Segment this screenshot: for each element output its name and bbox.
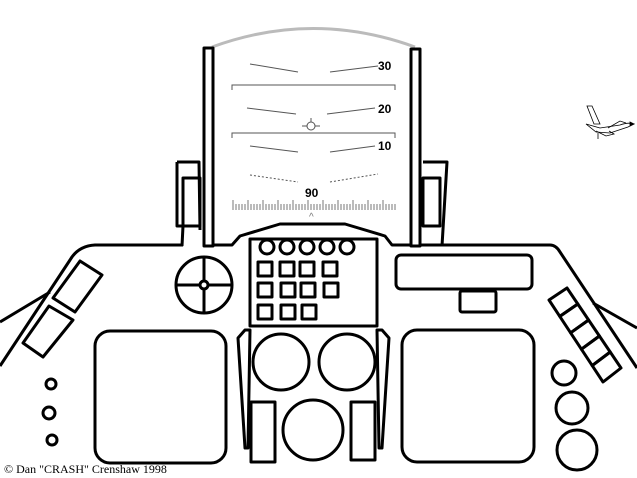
pitch-ladder-0-dashed [249,173,379,183]
right-knob-1 [550,359,578,387]
keypad-round-button [338,238,356,256]
center-gauge-right [317,332,377,392]
keypad-round-button [318,238,336,256]
keypad-square-button [299,281,317,299]
right-display-bar [394,253,534,291]
keypad-round-button [258,238,276,256]
right-switch-box [590,350,623,384]
center-indicator-right [349,400,377,462]
keypad-round-button [278,238,296,256]
center-gauge-bottom [281,398,345,462]
left-canopy-strut [202,46,215,248]
keypad-square-button [298,260,316,278]
canopy-arc [211,27,416,49]
right-center-strip [375,328,391,450]
right-canopy-strut [409,47,422,248]
keypad-round-button [298,238,316,256]
heading-caret: ^ [309,212,314,223]
keypad-square-button [322,281,340,299]
keypad-square-button [256,303,274,321]
pitch-label-30: 30 [378,59,392,73]
left-switch-panel-upper [51,259,104,314]
heading-label: 90 [305,186,319,200]
center-keypad-panel [248,237,379,328]
left-side-box [175,160,202,247]
keypad-square-button [278,260,296,278]
center-gauge-left [251,332,311,392]
keypad-square-button [321,260,339,278]
right-small-display [458,289,498,314]
left-center-strip [236,328,252,450]
keypad-square-button [279,303,297,321]
copyright-text: © Dan "CRASH" Crenshaw 1998 [4,462,167,476]
right-knob-3 [555,428,599,472]
hud-bracket-upper [231,84,396,90]
hud-bracket-lower [231,132,396,138]
dashboard-outline [0,222,637,369]
keypad-square-button [256,260,274,278]
right-switch-strip [547,286,623,384]
flight-path-marker-icon [302,118,320,131]
left-mfd-screen [93,329,228,465]
keypad-square-button [279,281,297,299]
left-knob-3 [45,433,59,447]
pitch-label-20: 20 [378,102,392,116]
left-console-edge [0,290,51,324]
right-knob-2 [554,390,590,426]
left-knob-1 [44,377,58,391]
enemy-jet-icon [585,105,636,139]
pitch-label-10: 10 [378,139,392,153]
left-switch-panel-lower [21,304,75,359]
crosshair-gauge-icon [174,255,234,315]
keypad-square-button [300,303,318,321]
right-mfd-screen [400,328,536,464]
keypad-square-button [256,281,274,299]
right-side-box [421,160,449,247]
pitch-ladder-10 [249,145,376,153]
center-indicator-left [249,400,277,464]
left-knob-2 [41,405,57,421]
pitch-ladder-20 [246,107,376,115]
pitch-ladder-30 [249,63,379,73]
hud-display: 30 20 10 90 ^ [231,59,396,223]
heading-tape [232,200,396,210]
right-console-edge [592,301,637,330]
